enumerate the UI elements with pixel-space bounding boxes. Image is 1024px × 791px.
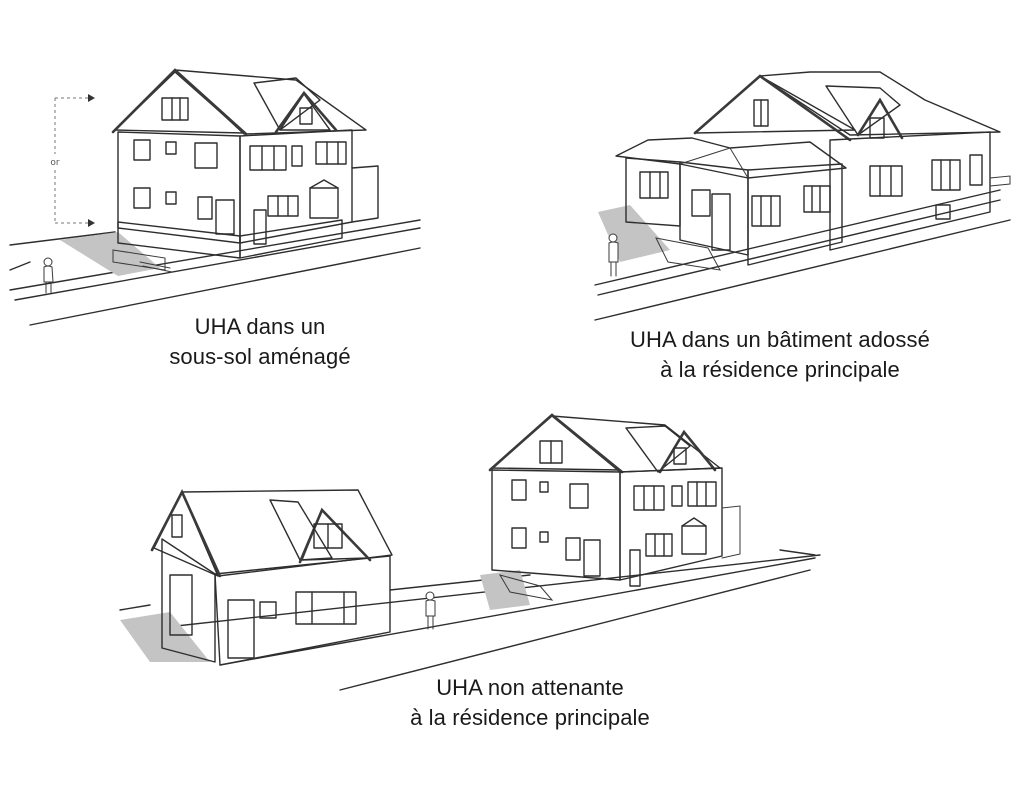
street-lines xyxy=(594,189,1011,321)
main-house-gable xyxy=(694,75,856,134)
caption-basement: UHA dans un sous-sol aménagé xyxy=(169,314,351,369)
panel-attached-addition: UHA dans un bâtiment adossé à la résiden… xyxy=(580,0,1024,400)
person-figure xyxy=(608,233,619,277)
main-house-front xyxy=(829,131,991,251)
addition-steps xyxy=(655,237,721,271)
addition-windows xyxy=(639,171,831,251)
detached-unit-illustration xyxy=(119,413,821,691)
panel-detached-unit: UHA non attenante à la résidence princip… xyxy=(100,400,860,791)
caption-attached: UHA dans un bâtiment adossé à la résiden… xyxy=(630,327,930,382)
street-lines xyxy=(9,219,421,326)
basement-highlight-front xyxy=(239,219,343,259)
main-house-front-wall xyxy=(619,467,723,581)
basement-house-illustration: or xyxy=(9,68,421,326)
main-house-side-wall xyxy=(491,469,621,581)
attached-addition-illustration xyxy=(594,71,1011,321)
height-marker-label: or xyxy=(50,158,60,168)
main-house-roof xyxy=(759,71,1001,136)
street-lines xyxy=(119,549,821,691)
caption-detached: UHA non attenante à la résidence princip… xyxy=(410,675,650,730)
main-house-gable xyxy=(491,415,621,471)
height-marker: or xyxy=(46,94,95,227)
addition-roof xyxy=(615,137,847,179)
addition-front-wall xyxy=(747,163,843,266)
detached-side-wall xyxy=(161,538,216,663)
person-figure xyxy=(43,257,54,294)
person-figure xyxy=(425,591,436,630)
detached-front-wall xyxy=(214,555,391,666)
roof xyxy=(174,69,367,135)
panel-basement-suite: or UHA dans un sous-sol aménagé xyxy=(0,0,421,380)
shadow xyxy=(60,232,160,276)
detached-windows xyxy=(169,514,357,659)
windows xyxy=(133,97,347,245)
